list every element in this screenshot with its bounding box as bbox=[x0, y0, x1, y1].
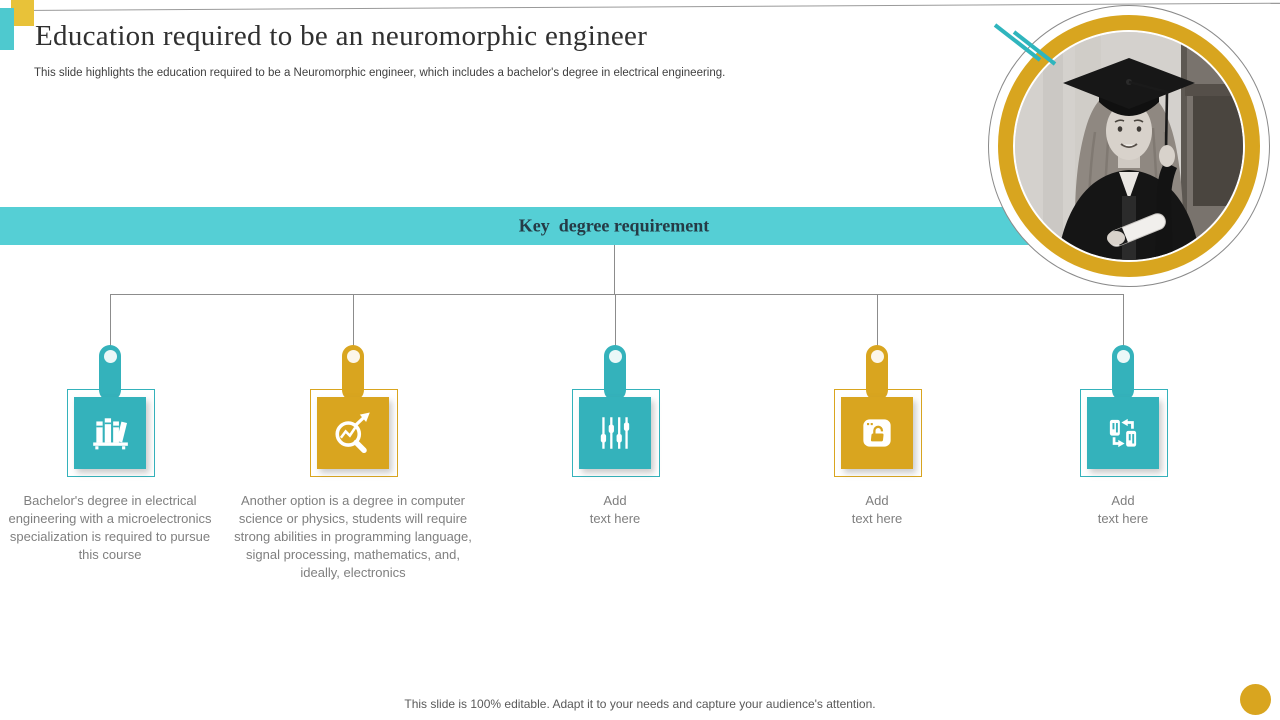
bookshelf-icon bbox=[93, 418, 128, 450]
page-title: Education required to be an neuromorphic… bbox=[35, 20, 648, 52]
banner-label: Key degree requirement bbox=[518, 215, 710, 236]
node-icon-tile bbox=[841, 397, 913, 469]
footer-note: This slide is 100% editable. Adapt it to… bbox=[404, 697, 876, 711]
node-icon-tile bbox=[579, 397, 651, 469]
connector-drop bbox=[110, 295, 111, 346]
node-pin bbox=[604, 345, 626, 401]
pin-dot bbox=[346, 350, 360, 363]
node-icon-tile bbox=[1087, 397, 1159, 469]
node-pin bbox=[342, 345, 364, 401]
page-subtitle: This slide highlights the education requ… bbox=[34, 67, 726, 79]
pin-dot bbox=[608, 350, 622, 363]
connector-drop bbox=[615, 295, 616, 346]
node-description-placeholder[interactable]: Add text here bbox=[851, 493, 903, 526]
connector-drop bbox=[353, 295, 354, 346]
connector-stem bbox=[614, 245, 615, 295]
node-pin bbox=[1112, 345, 1134, 401]
analytics-magnifier-icon bbox=[335, 412, 370, 454]
node-icon-tile bbox=[317, 397, 389, 469]
node-description[interactable]: Bachelor's degree in electrical engineer… bbox=[8, 493, 212, 562]
node-pin bbox=[866, 345, 888, 401]
connector-horizontal bbox=[110, 294, 1124, 295]
connector-drop bbox=[877, 295, 878, 346]
bottom-right-dot bbox=[1240, 684, 1271, 715]
graduate-illustration bbox=[1015, 32, 1243, 260]
sliders-icon bbox=[600, 417, 630, 449]
pin-dot bbox=[103, 350, 117, 363]
corner-accent-yellow bbox=[11, 0, 34, 26]
exchange-icon bbox=[1109, 418, 1137, 448]
node-pin bbox=[99, 345, 121, 401]
pin-dot bbox=[870, 350, 884, 363]
node-description-placeholder[interactable]: Add text here bbox=[589, 493, 641, 526]
graduate-photo bbox=[1015, 32, 1243, 260]
corner-accent-teal bbox=[0, 8, 14, 50]
slash-accent-icon bbox=[993, 23, 1057, 66]
unlock-app-icon bbox=[863, 419, 891, 447]
key-degree-banner bbox=[0, 207, 1105, 245]
node-icon-tile bbox=[74, 397, 146, 469]
node-description-placeholder[interactable]: Add text here bbox=[1097, 493, 1149, 526]
node-description[interactable]: Another option is a degree in computer s… bbox=[234, 493, 472, 580]
pin-dot bbox=[1116, 350, 1130, 363]
connector-drop bbox=[1123, 295, 1124, 346]
